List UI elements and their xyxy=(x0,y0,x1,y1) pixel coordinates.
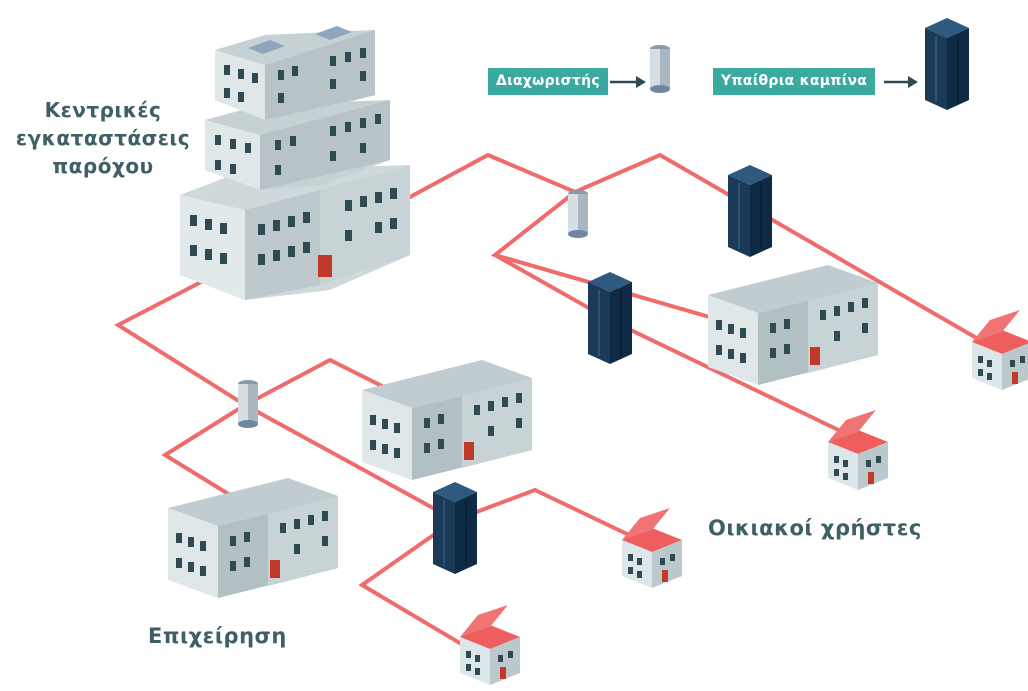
splitter-icon xyxy=(568,190,588,238)
office-building-center xyxy=(362,360,532,480)
provider-label-line-1: Κεντρικές xyxy=(44,98,162,122)
arrow-right-icon xyxy=(884,76,918,88)
outdoor-cabinet-icon xyxy=(727,164,773,258)
splitter-icon xyxy=(650,45,670,93)
house-icon xyxy=(622,508,682,588)
outdoor-cabinet-icon xyxy=(587,271,633,365)
office-building-business xyxy=(168,478,338,598)
fiber-line-provider-left xyxy=(113,278,401,408)
home-users-label: Οικιακοί χρήστες xyxy=(708,516,922,540)
outdoor-cabinet-icon xyxy=(432,481,478,575)
provider-label: Κεντρικές εγκαταστάσεις παρόχου xyxy=(8,96,198,180)
house-icon xyxy=(828,410,888,490)
office-building-east xyxy=(708,265,878,385)
arrow-right-icon xyxy=(610,76,646,88)
fiber-line-cabinet-b xyxy=(244,403,651,547)
provider-label-line-3: παρόχου xyxy=(52,154,154,178)
provider-headquarters xyxy=(180,26,410,300)
provider-label-line-2: εγκαταστάσεις xyxy=(15,126,191,150)
legend-splitter-tag: Διαχωριστής xyxy=(488,68,608,95)
business-label: Επιχείρηση xyxy=(148,624,287,648)
legend-cabinet-tag: Υπαίθρια καμπίνα xyxy=(713,68,876,95)
outdoor-cabinet-icon xyxy=(924,17,970,111)
fiber-line-business xyxy=(161,403,247,497)
fiber-line-home-bottom xyxy=(358,518,482,657)
house-icon xyxy=(460,605,520,685)
house-icon xyxy=(972,310,1028,390)
splitter-icon xyxy=(238,380,258,428)
